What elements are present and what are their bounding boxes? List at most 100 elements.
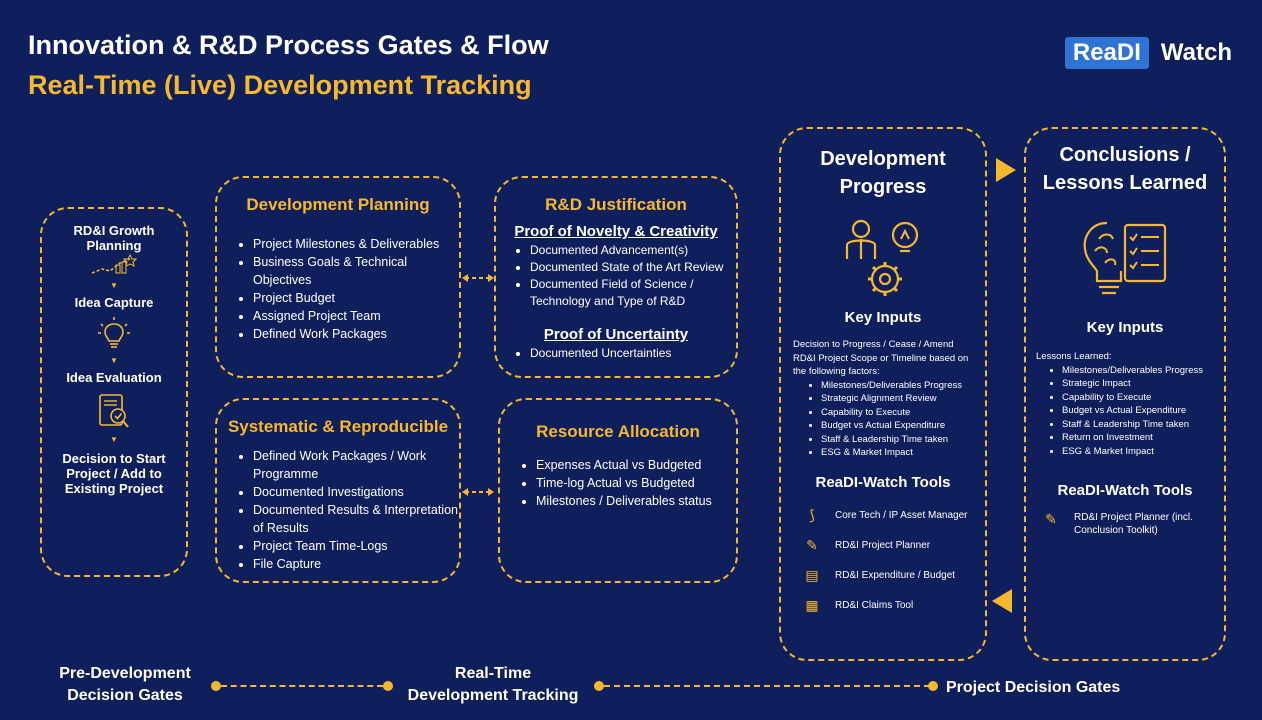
resource-allocation-title: Resource Allocation <box>536 422 700 441</box>
brain-checklist-icon <box>1026 217 1224 313</box>
tool-claims[interactable]: ▦ RD&I Claims Tool <box>801 591 985 621</box>
arrow-down-1: ▼ <box>110 281 118 290</box>
lessons-list: Milestones/Deliverables Progress Strateg… <box>1048 364 1224 459</box>
progress-title-line1: Development <box>820 148 946 170</box>
gate-label-line1: Pre-Development <box>59 665 191 682</box>
systematic-title: Systematic & Reproducible <box>227 417 449 436</box>
tool-label: RD&I Expenditure / Budget <box>835 570 956 581</box>
connector-arrow-top <box>461 270 495 286</box>
planner-icon: ✎ <box>806 537 818 553</box>
progress-key-inputs-title: Key Inputs <box>844 309 922 326</box>
tool-label: RD&I Claims Tool <box>835 600 914 611</box>
development-planning-box: Development Planning Project Milestones … <box>215 176 461 378</box>
claims-icon: ▦ <box>805 597 819 613</box>
list-item: Milestones / Deliverables status <box>536 492 736 510</box>
systematic-list: Defined Work Packages / Work Programme D… <box>235 447 459 573</box>
arrow-right-triangle <box>994 157 1018 188</box>
tool-project-planner-conclusion[interactable]: ✎ RD&I Project Planner (incl. Conclusion… <box>1040 511 1224 537</box>
arrow-down-2: ▼ <box>110 356 118 365</box>
budget-icon: ▤ <box>805 567 819 583</box>
lightbulb-icon <box>42 316 186 356</box>
list-item: Capability to Execute <box>821 406 985 420</box>
connector-arrow-bottom <box>461 484 495 500</box>
logo: ReaDI Watch <box>1064 37 1232 69</box>
gate-dot-1 <box>211 681 221 691</box>
tool-label: Core Tech / IP Asset Manager <box>835 510 968 521</box>
logo-text: Watch <box>1160 39 1232 66</box>
tool-expenditure-budget[interactable]: ▤ RD&I Expenditure / Budget <box>801 561 985 591</box>
gate-label-line1: Real-Time <box>454 665 532 682</box>
planner-icon: ✎ <box>1045 511 1057 527</box>
decision-start-line2: Project / Add to <box>66 466 162 481</box>
list-item: Documented Results & Interpretation of R… <box>253 501 459 537</box>
arrow-left-triangle <box>990 588 1014 619</box>
rd-justification-title: R&D Justification <box>545 195 687 214</box>
tool-label: RD&I Project Planner <box>835 540 931 551</box>
uncertainty-heading: Proof of Uncertainty <box>543 326 689 343</box>
uncertainty-list: Documented Uncertainties <box>512 345 736 362</box>
decision-start-line3: Existing Project <box>64 481 164 496</box>
list-item: Time-log Actual vs Budgeted <box>536 474 736 492</box>
list-item: File Capture <box>253 555 459 573</box>
list-item: Assigned Project Team <box>253 307 459 325</box>
growth-planning-box: RD&I Growth Planning ▼ Idea Capture <box>40 207 188 577</box>
novelty-heading: Proof of Novelty & Creativity <box>514 223 718 240</box>
list-item: Project Team Time-Logs <box>253 537 459 555</box>
list-item: Staff & Leadership Time taken <box>821 433 985 447</box>
list-item: Documented Investigations <box>253 483 459 501</box>
asset-manager-icon: ⟆ <box>809 507 815 523</box>
list-item: Expenses Actual vs Budgeted <box>536 456 736 474</box>
list-item: Defined Work Packages <box>253 325 459 343</box>
list-item: Budget vs Actual Expenditure <box>1062 404 1224 418</box>
gate-connector-1 <box>221 685 383 687</box>
conclusions-tools-title: ReaDI-Watch Tools <box>1057 482 1193 499</box>
list-item: Staff & Leadership Time taken <box>1062 418 1224 432</box>
gate-pre-development: Pre-Development Decision Gates <box>40 663 210 707</box>
rd-justification-box: R&D Justification Proof of Novelty & Cre… <box>494 176 738 378</box>
list-item: Strategic Impact <box>1062 377 1224 391</box>
gate-real-time: Real-Time Development Tracking <box>398 663 588 707</box>
list-item: Defined Work Packages / Work Programme <box>253 447 459 483</box>
conclusions-intro: Lessons Learned: <box>1036 351 1112 362</box>
page-title: Innovation & R&D Process Gates & Flow <box>28 30 549 60</box>
progress-factors-list: Milestones/Deliverables Progress Strateg… <box>807 379 985 460</box>
tool-project-planner[interactable]: ✎ RD&I Project Planner <box>801 531 985 561</box>
growth-title-line2: Planning <box>86 238 142 253</box>
resource-allocation-box: Resource Allocation Expenses Actual vs B… <box>498 398 738 583</box>
list-item: Business Goals & Technical Objectives <box>253 253 459 289</box>
list-item: Documented Advancement(s) <box>530 242 736 259</box>
list-item: Documented State of the Art Review <box>530 259 736 276</box>
list-item: Milestones/Deliverables Progress <box>821 379 985 393</box>
list-item: Capability to Execute <box>1062 391 1224 405</box>
list-item: Return on Investment <box>1062 431 1224 445</box>
progress-tools-title: ReaDI-Watch Tools <box>815 473 951 491</box>
resource-list: Expenses Actual vs Budgeted Time-log Act… <box>518 456 736 510</box>
growth-chart-icon <box>42 253 186 281</box>
progress-title-line2: Progress <box>839 176 927 198</box>
tool-label: RD&I Project Planner (incl. Conclusion T… <box>1074 512 1193 536</box>
development-planning-list: Project Milestones & Deliverables Busine… <box>235 235 459 343</box>
list-item: Budget vs Actual Expenditure <box>821 419 985 433</box>
conclusions-title-line1: Conclusions / <box>1059 144 1191 166</box>
development-planning-title: Development Planning <box>246 195 430 214</box>
tool-core-tech[interactable]: ⟆ Core Tech / IP Asset Manager <box>801 501 985 531</box>
development-progress-box: Development Progress Key Inputs Decision… <box>779 127 987 661</box>
list-item: ESG & Market Impact <box>821 446 985 460</box>
list-item: Project Milestones & Deliverables <box>253 235 459 253</box>
step-idea-capture: Idea Capture <box>74 295 154 310</box>
list-item: Documented Uncertainties <box>530 345 736 362</box>
list-item: Milestones/Deliverables Progress <box>1062 364 1224 378</box>
progress-intro: Decision to Progress / Cease / Amend RD&… <box>793 339 969 377</box>
conclusions-box: Conclusions / Lessons Learned Key Inputs… <box>1024 127 1226 661</box>
innovation-gear-icon <box>781 215 985 307</box>
gate-dot-4 <box>928 681 938 691</box>
logo-box: ReaDI <box>1064 37 1149 69</box>
novelty-list: Documented Advancement(s) Documented Sta… <box>512 242 736 310</box>
gate-connector-2 <box>604 685 930 687</box>
conclusions-title-line2: Lessons Learned <box>1042 172 1208 194</box>
conclusions-key-inputs-title: Key Inputs <box>1086 319 1164 336</box>
gate-label-line2: Development Tracking <box>407 687 579 704</box>
gate-project-decision: Project Decision Gates <box>946 679 1121 696</box>
systematic-reproducible-box: Systematic & Reproducible Defined Work P… <box>215 398 461 583</box>
list-item: Strategic Alignment Review <box>821 392 985 406</box>
